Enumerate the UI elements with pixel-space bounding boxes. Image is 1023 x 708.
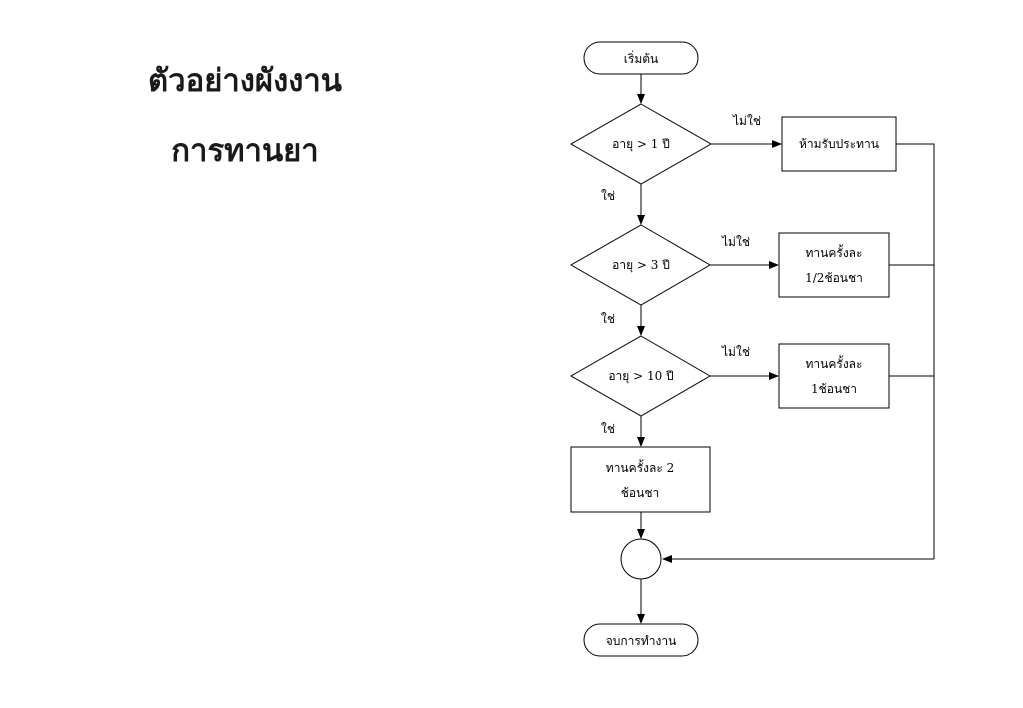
d3-no-label: ไม่ใช่ (721, 345, 750, 359)
end-terminator (583, 623, 699, 657)
outcome-one-teaspoon (778, 343, 890, 409)
merge-line-right (896, 143, 935, 559)
outcome-half-teaspoon (778, 232, 890, 298)
decision-1-label: อายุ > 1 ปี (612, 137, 670, 152)
join-connector-circle (620, 538, 662, 580)
outcome-two-teaspoons (570, 446, 711, 513)
outcome-4-line-2: ช้อนชา (621, 486, 659, 500)
outcome-2-line-1: ทานครั้งละ (806, 244, 863, 260)
start-label: เริ่มต้น (624, 50, 658, 66)
d1-yes-label: ใช่ (601, 189, 615, 203)
d1-no-label: ไม่ใช่ (732, 114, 761, 128)
slide-title-line-2: การทานยา (171, 133, 319, 169)
end-label: จบการทำงาน (606, 634, 677, 648)
outcome-4-line-1: ทานครั้งละ 2 (606, 459, 674, 475)
d3-yes-label: ใช่ (601, 422, 615, 436)
decision-2-label: อายุ > 3 ปี (612, 258, 670, 273)
d2-no-label: ไม่ใช่ (721, 235, 750, 249)
slide-title-line-1: ตัวอย่างผังงาน (148, 63, 342, 99)
outcome-1-label: ห้ามรับประทาน (799, 137, 879, 151)
d2-yes-label: ใช่ (601, 312, 615, 326)
decision-3-label: อายุ > 10 ปี (608, 369, 673, 384)
outcome-no-medicine (781, 116, 897, 172)
outcome-3-line-2: 1ช้อนชา (811, 382, 857, 396)
outcome-2-line-2: 1/2ช้อนชา (805, 271, 863, 285)
outcome-3-line-1: ทานครั้งละ (806, 355, 863, 371)
